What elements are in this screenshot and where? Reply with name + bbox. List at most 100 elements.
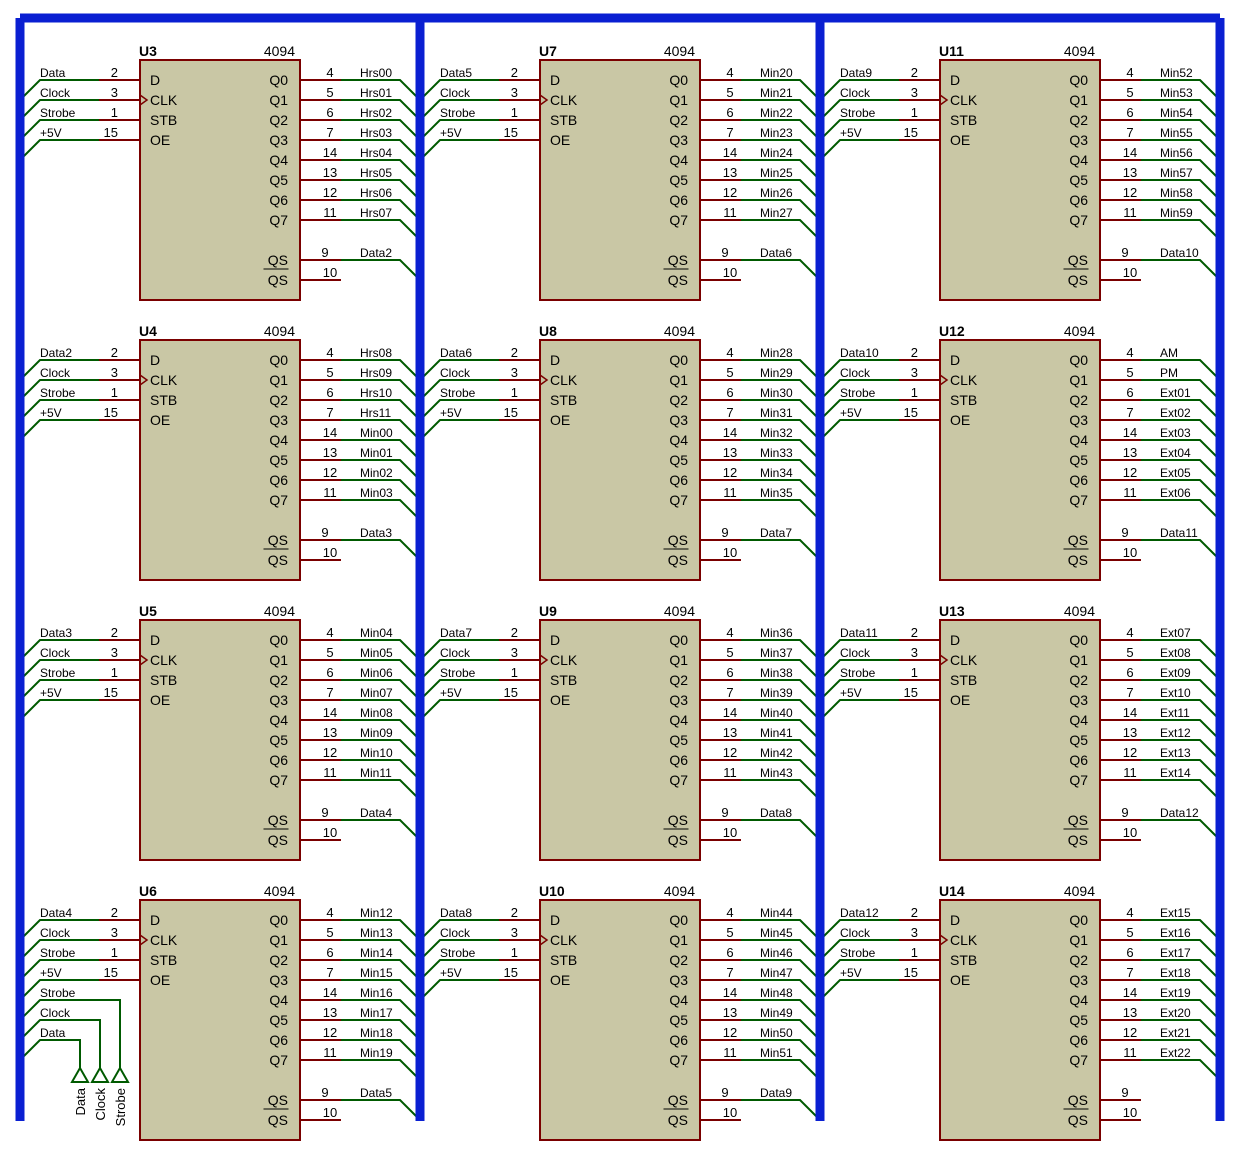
- input-wire: [819, 699, 900, 721]
- output-pin-name: Q6: [669, 752, 688, 768]
- output-wire: [1140, 199, 1221, 221]
- input-pin-name: OE: [950, 972, 970, 988]
- output-pin-number: 11: [723, 205, 737, 220]
- chip-part-label: 4094: [664, 43, 695, 59]
- output-pin-name: Q5: [1069, 732, 1088, 748]
- qs-pin-name: QS: [668, 532, 688, 548]
- output-pin-name: Q6: [669, 472, 688, 488]
- output-pin-name: Q5: [669, 452, 688, 468]
- qsbar-pin-name: QS: [1068, 1112, 1088, 1128]
- output-pin-name: Q0: [669, 912, 688, 928]
- input-pin-name: D: [550, 912, 560, 928]
- output-pin-name: Q6: [1069, 752, 1088, 768]
- output-pin-name: Q1: [269, 92, 288, 108]
- input-net-label: Strobe: [40, 386, 76, 400]
- output-pin-name: Q7: [1069, 212, 1088, 228]
- output-pin-name: Q1: [669, 92, 688, 108]
- output-wire: [1140, 119, 1221, 141]
- input-wire: [19, 679, 100, 701]
- input-net-label: Clock: [440, 926, 471, 940]
- output-wire: [1140, 919, 1221, 941]
- output-wire: [740, 479, 821, 501]
- input-pin-name: D: [550, 72, 560, 88]
- output-pin-name: Q4: [269, 992, 288, 1008]
- input-pin-name: OE: [150, 972, 170, 988]
- output-pin-name: Q4: [1069, 432, 1088, 448]
- output-pin-number: 7: [726, 405, 733, 420]
- input-pin-name: D: [550, 632, 560, 648]
- output-wire: [340, 479, 421, 501]
- output-wire: [340, 679, 421, 701]
- output-wire: [740, 979, 821, 1001]
- output-pin-number: 6: [326, 105, 333, 120]
- qsbar-pin-name: QS: [268, 552, 288, 568]
- wires-layer: [19, 79, 1221, 1121]
- output-pin-name: Q1: [669, 652, 688, 668]
- input-net-label: Strobe: [840, 666, 876, 680]
- output-pin-name: Q6: [269, 1032, 288, 1048]
- qs-pin-name: QS: [268, 252, 288, 268]
- output-wire: [1140, 739, 1221, 761]
- chip-part-label: 4094: [1064, 43, 1095, 59]
- output-pin-number: 14: [1123, 425, 1137, 440]
- output-wire: [340, 639, 421, 661]
- output-pin-number: 7: [1126, 125, 1133, 140]
- input-wire: [19, 379, 100, 401]
- clock-edge-marker: [939, 934, 949, 946]
- output-wire: [340, 179, 421, 201]
- input-wire: [419, 659, 500, 681]
- input-pin-name: STB: [550, 952, 577, 968]
- output-wire: [1140, 479, 1221, 501]
- output-net-label: Min32: [760, 426, 793, 440]
- input-net-label: Clock: [840, 926, 871, 940]
- qs-pin-number: 9: [321, 245, 328, 260]
- output-pin-number: 14: [723, 985, 737, 1000]
- input-net-label: Strobe: [840, 386, 876, 400]
- output-net-label: Ext01: [1160, 386, 1191, 400]
- chip-part-label: 4094: [664, 603, 695, 619]
- output-net-label: Min09: [360, 726, 393, 740]
- output-pin-name: Q1: [669, 932, 688, 948]
- output-net-label: Min17: [360, 1006, 393, 1020]
- output-net-label: Min27: [760, 206, 793, 220]
- output-pin-name: Q0: [1069, 72, 1088, 88]
- qs-pin-name: QS: [1068, 812, 1088, 828]
- chip-body: [539, 339, 701, 581]
- input-pin-number: 1: [911, 385, 918, 400]
- input-pin-number: 1: [511, 665, 518, 680]
- output-wire: [340, 999, 421, 1021]
- output-wire: [740, 639, 821, 661]
- chip-ref-label: U12: [939, 323, 965, 339]
- output-net-label: Ext15: [1160, 906, 1191, 920]
- chip-ref-label: U3: [139, 43, 157, 59]
- output-pin-number: 7: [326, 965, 333, 980]
- qs-net-label: Data3: [360, 526, 392, 540]
- output-wire: [340, 939, 421, 961]
- output-pin-number: 13: [723, 445, 737, 460]
- output-pin-number: 11: [723, 485, 737, 500]
- output-net-label: Hrs01: [360, 86, 392, 100]
- output-net-label: Min53: [1160, 86, 1193, 100]
- input-pin-number: 3: [111, 85, 118, 100]
- output-pin-name: Q1: [269, 932, 288, 948]
- qs-pin-number: 9: [721, 805, 728, 820]
- output-pin-number: 14: [1123, 985, 1137, 1000]
- output-net-label: Hrs00: [360, 66, 392, 80]
- chip-ref-label: U9: [539, 603, 557, 619]
- output-pin-name: Q3: [1069, 412, 1088, 428]
- qs-wire: [1140, 539, 1221, 561]
- input-net-label: +5V: [440, 126, 462, 140]
- input-pin-number: 1: [111, 665, 118, 680]
- port-wire: [19, 999, 121, 1068]
- chip-ref-label: U6: [139, 883, 157, 899]
- output-wire: [740, 139, 821, 161]
- output-wire: [340, 1059, 421, 1081]
- output-pin-number: 5: [726, 85, 733, 100]
- output-pin-name: Q6: [269, 752, 288, 768]
- output-pin-name: Q4: [669, 432, 688, 448]
- output-net-label: Hrs06: [360, 186, 392, 200]
- output-wire: [1140, 939, 1221, 961]
- output-net-label: Hrs05: [360, 166, 392, 180]
- output-pin-name: Q7: [1069, 492, 1088, 508]
